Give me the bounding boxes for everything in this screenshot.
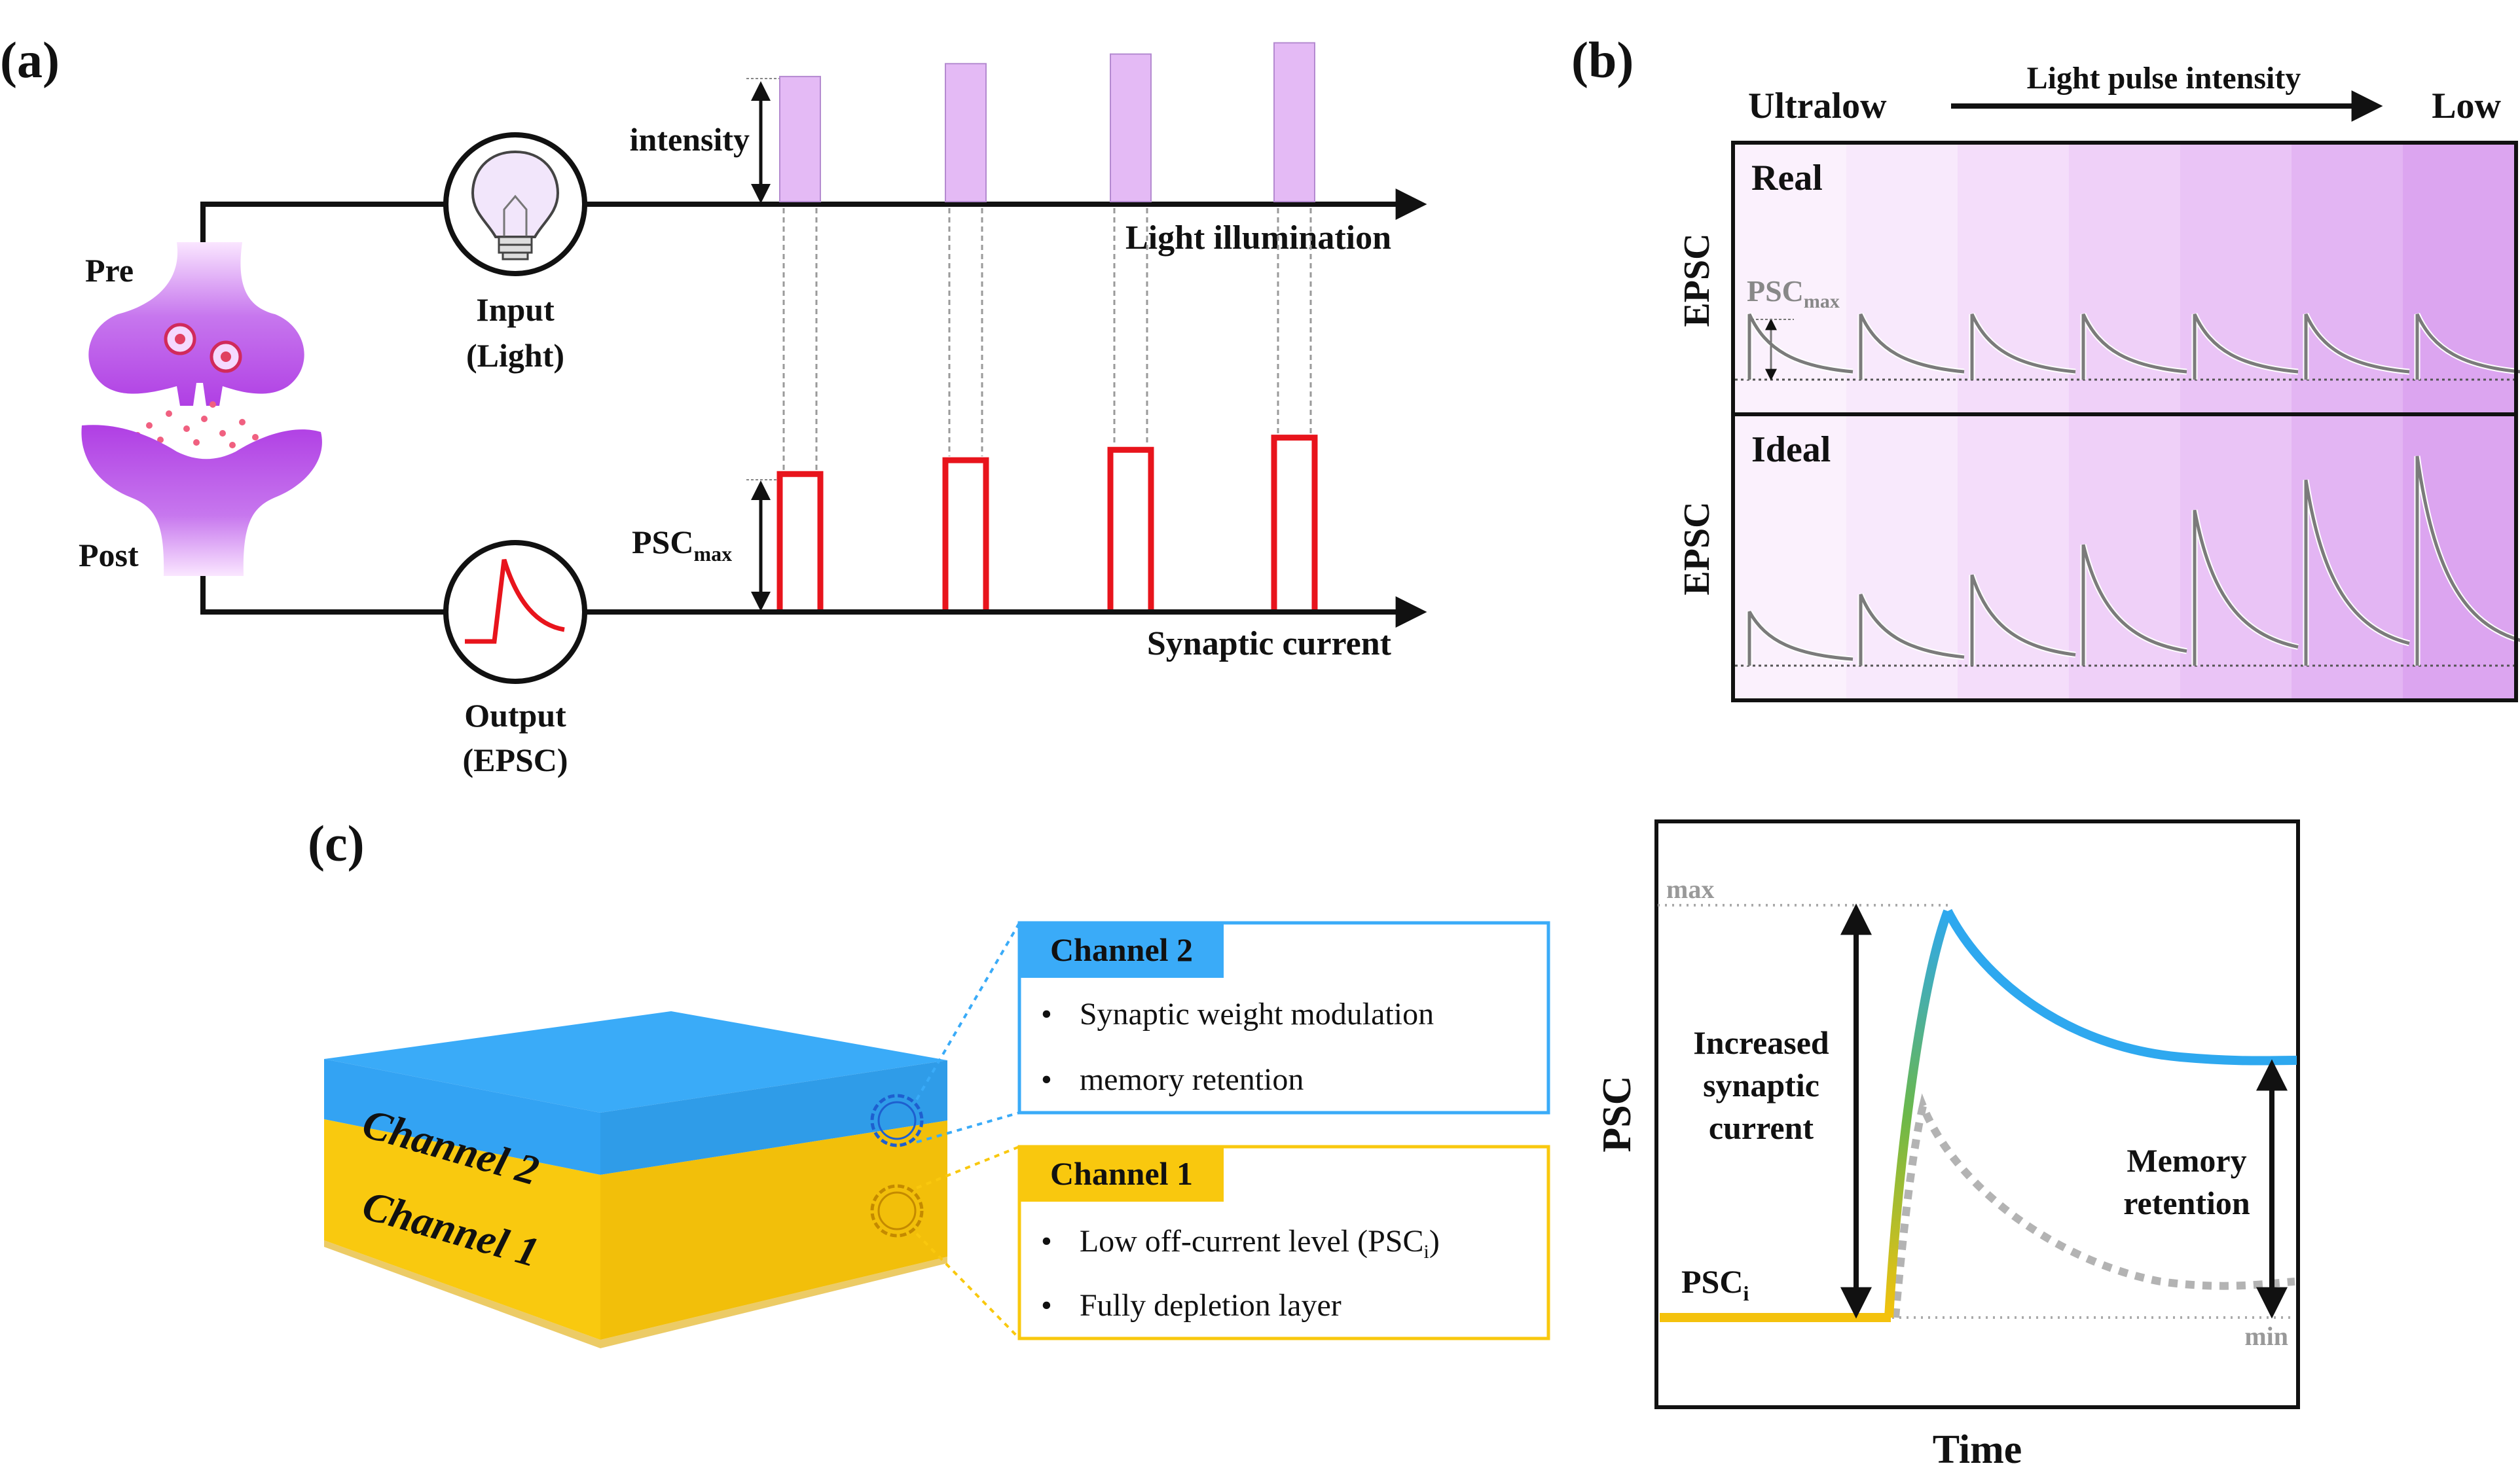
reference-curve [1891,1093,2295,1318]
ideal-epsc-trace [1859,594,1965,666]
psci-label: PSCi [1681,1263,1749,1305]
increase-label-3: current [1709,1109,1814,1146]
retention-label-1: Memory [2127,1142,2246,1179]
intensity-column [2069,145,2181,698]
light-pulse [1110,53,1152,202]
intensity-column [1958,145,2070,698]
plot-ylabel: PSC [1595,1075,1639,1152]
real-ylabel: EPSC [1677,233,1717,327]
real-title: Real [1751,158,1823,198]
ideal-epsc-trace [1970,574,2076,666]
ultralow-label: Ultralow [1748,86,1887,126]
input-sublabel: (Light) [466,337,564,374]
panel-b-label: (b) [1571,31,1634,88]
current-pulse [942,457,989,609]
channel-1-bullet-1: • Low off-current level (PSCi) [1041,1224,1440,1263]
channel-stack: Channel 2 Channel 1 [324,1011,947,1348]
min-label: min [2244,1321,2288,1351]
panel-b: (b) Ultralow Low Light pulse intensity R… [1571,31,2520,702]
current-pulse [776,471,824,609]
ideal-epsc-trace [2304,479,2410,666]
retention-label-2: retention [2123,1185,2250,1221]
channel-2-top-face [324,1011,947,1113]
real-epsc-trace [2304,313,2410,380]
low-label: Low [2432,86,2501,126]
channel-2-zoom-icon [870,1094,924,1147]
pre-wire [200,202,452,242]
real-epsc-trace [1859,313,1965,380]
ideal-ylabel: EPSC [1677,501,1717,595]
psc-max-label: PSCmax [632,524,732,565]
channel-2-info-header [1019,923,1224,978]
real-epsc-trace [2415,313,2520,380]
current-axis-label: Synaptic current [1147,625,1392,662]
intensity-column [2180,145,2292,698]
plot-frame [1654,819,2300,1409]
epsc-comparison [1735,145,2520,698]
panel-a-label: (a) [0,31,60,88]
channel-1-info-title: Channel 1 [1050,1155,1193,1192]
light-pulse [1273,42,1315,202]
output-circle [443,540,587,684]
postsynaptic-terminal [81,425,322,576]
post-wire [200,576,452,615]
real-epsc-trace [2193,313,2299,380]
psc-time-plot: max min Increased synaptic current Memor… [1595,819,2300,1472]
output-sublabel: (EPSC) [462,742,568,778]
ideal-epsc-trace [2081,544,2187,666]
input-label: Input [476,291,555,328]
current-pulse [1107,446,1154,609]
post-label: Post [79,537,139,573]
channel-2-bullet-1: • Synaptic weight modulation [1041,997,1434,1032]
intensity-arrow-label: Light pulse intensity [2027,61,2301,96]
panel-c-label: (c) [308,815,365,872]
pre-label: Pre [85,252,134,289]
panel-a: (a) Pre Post [0,31,1427,778]
light-pulse [945,63,987,202]
output-label: Output [464,697,566,734]
channel-1-front-face [324,1119,600,1340]
current-pulse [1271,435,1318,609]
plot-xlabel: Time [1933,1427,2022,1472]
real-epsc-trace [1747,313,1853,380]
light-pulse [779,75,821,203]
synapse-illustration: Pre Post [79,242,322,576]
intensity-column [2403,145,2515,698]
increase-label-1: Increased [1693,1024,1829,1061]
channel-1-bullet-2: • Fully depletion layer [1041,1288,1342,1323]
light-axis-label: Light illumination [1125,219,1391,257]
intensity-column [1735,145,1847,698]
psc-rise-curve [1884,909,1952,1318]
real-epsc-trace [1970,313,2076,380]
psc-max-b-label: PSCmax [1747,274,1840,312]
lightbulb-icon [471,150,560,260]
presynaptic-terminal [88,242,304,406]
channel-1-info-header [1019,1147,1224,1202]
panel-b-frame [1731,141,2518,702]
ideal-epsc-trace [2415,456,2520,666]
channel-1-side-face [600,1121,947,1340]
channel-2-bullet-2: • memory retention [1041,1062,1304,1097]
pulse-train [776,42,1318,609]
ideal-epsc-trace [2193,509,2299,666]
channel-2-info-title: Channel 2 [1050,931,1193,968]
increase-label-2: synaptic [1703,1067,1819,1104]
epsc-waveform-icon [465,558,565,644]
channel-1-zoom-icon [870,1184,924,1238]
panel-c: (c) Channel 2 Channel 1 Channel 2 • Syna… [308,815,1550,1348]
channel-2-side-face [600,1060,947,1175]
real-epsc-trace [2081,313,2187,380]
max-label: max [1666,874,1714,904]
ideal-epsc-trace [1747,611,1853,666]
intensity-label: intensity [630,121,750,158]
channel-2-front-face [324,1059,600,1175]
ideal-title: Ideal [1751,429,1831,470]
